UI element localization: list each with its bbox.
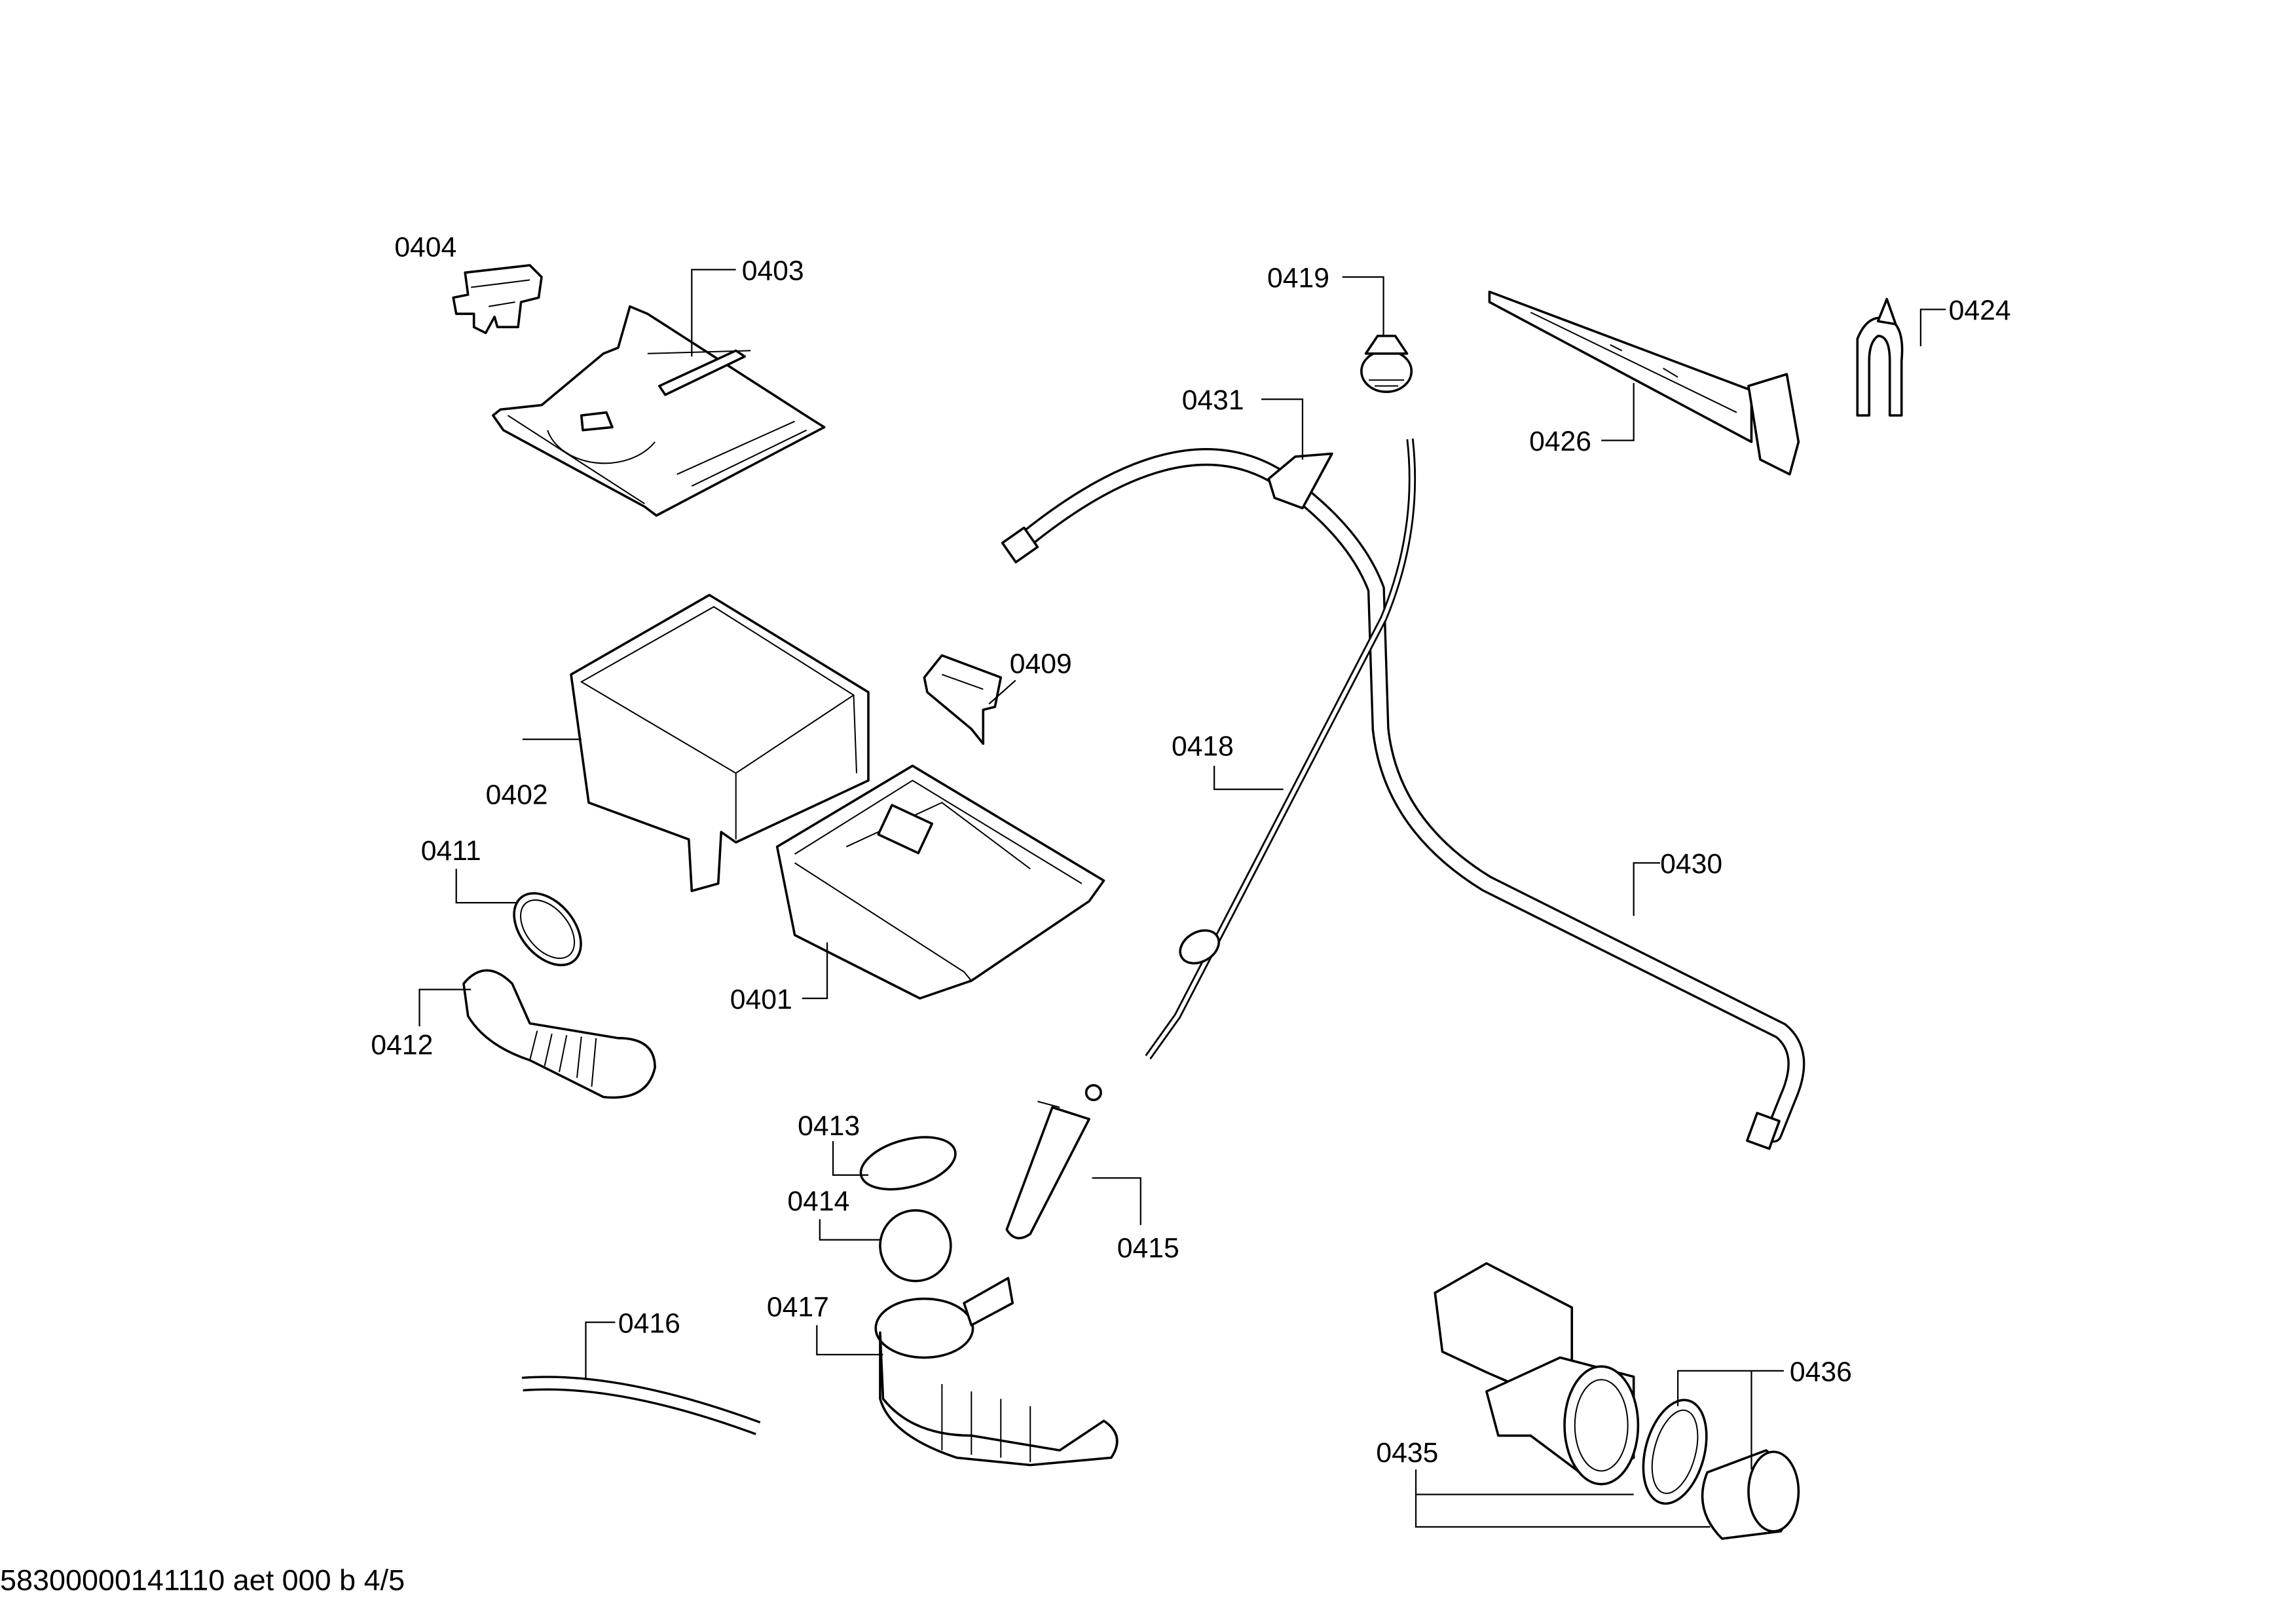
part-0418 bbox=[1145, 438, 1416, 1060]
part-0431 bbox=[1001, 448, 1805, 1150]
part-0403 bbox=[492, 305, 826, 517]
label-0411: 0411 bbox=[421, 835, 481, 867]
part-0435 bbox=[1434, 1262, 1640, 1486]
part-0413 bbox=[859, 1136, 957, 1191]
part-0409 bbox=[923, 654, 1003, 745]
label-0404: 0404 bbox=[394, 231, 456, 263]
label-0417: 0415 bbox=[1117, 1233, 1179, 1264]
part-0411 bbox=[513, 891, 582, 967]
part-0417 bbox=[1005, 1083, 1102, 1239]
part-0401 bbox=[775, 764, 1105, 1000]
part-0411-inner bbox=[519, 899, 576, 960]
label-0416: 0416 bbox=[618, 1307, 680, 1339]
label-0414: 0414 bbox=[787, 1186, 849, 1217]
part-0412 bbox=[462, 969, 656, 1099]
part-0402 bbox=[570, 593, 870, 892]
part-0416 bbox=[521, 1376, 761, 1435]
label-0401: 0401 bbox=[730, 984, 792, 1015]
document-footer: 58300000141110 aet 000 b 4/5 bbox=[0, 1564, 405, 1597]
label-0402: 0402 bbox=[486, 779, 548, 811]
part-0426 bbox=[1488, 290, 1800, 476]
label-0426: 0426 bbox=[1529, 426, 1591, 457]
part-0404 bbox=[452, 264, 543, 335]
label-0413: 0413 bbox=[798, 1110, 860, 1142]
part-0419 bbox=[1360, 335, 1413, 394]
part-0424 bbox=[1856, 297, 1904, 417]
label-0403: 0403 bbox=[742, 255, 804, 286]
part-0414 bbox=[879, 1209, 952, 1283]
leader-lines bbox=[418, 269, 1946, 1528]
label-0415: 0417 bbox=[767, 1292, 829, 1323]
label-0436: 0436 bbox=[1790, 1357, 1852, 1388]
part-0415 bbox=[874, 1277, 1119, 1467]
label-0435: 0435 bbox=[1376, 1437, 1438, 1469]
label-0409: 0409 bbox=[1010, 648, 1072, 679]
part-0436 bbox=[1642, 1398, 1800, 1540]
label-0431: 0431 bbox=[1182, 385, 1244, 416]
label-0419: 0419 bbox=[1267, 263, 1329, 294]
label-0424: 0424 bbox=[1949, 295, 2011, 326]
label-0418: 0418 bbox=[1172, 730, 1234, 762]
label-0412: 0412 bbox=[371, 1030, 433, 1061]
label-0430: 0430 bbox=[1660, 848, 1722, 880]
